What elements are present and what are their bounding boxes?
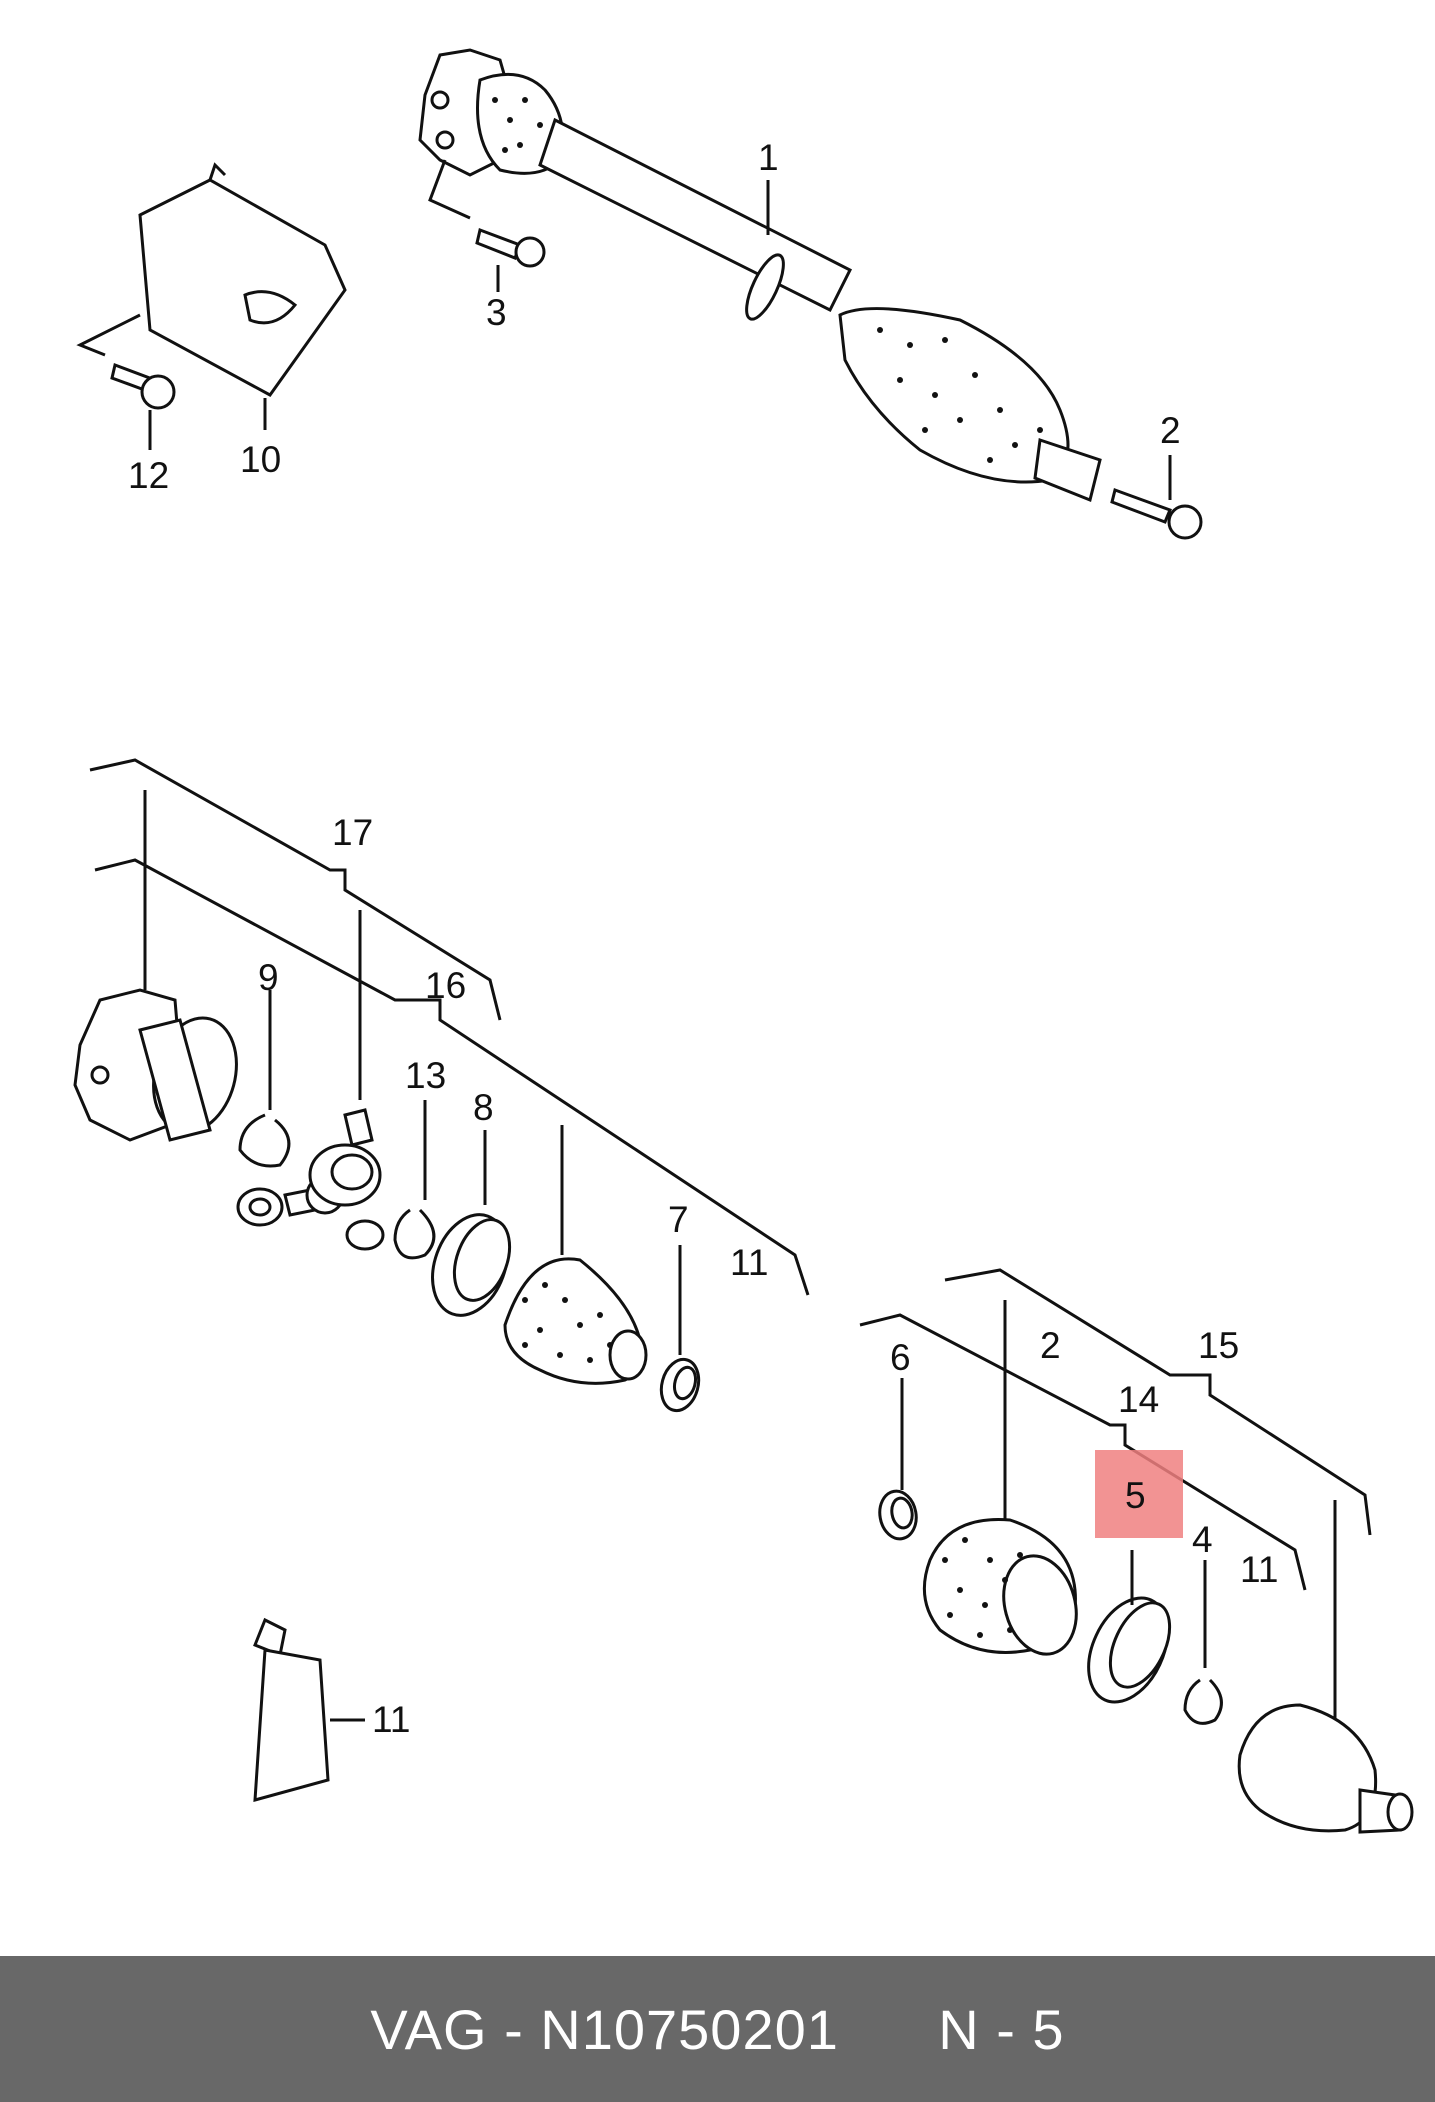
highlight-box (1095, 1450, 1183, 1538)
callout-17: 17 (332, 812, 373, 853)
spider-bearing (236, 1108, 385, 1251)
bolt-2 (1110, 455, 1203, 540)
callout-2: 2 (1160, 410, 1181, 451)
callout-11-outer: 11 (1240, 1549, 1278, 1590)
circlip-13 (393, 1100, 436, 1260)
callout-9: 9 (258, 957, 279, 998)
callout-5: 5 (1125, 1475, 1146, 1516)
bolt-3 (428, 159, 546, 292)
circlip-9 (238, 990, 291, 1168)
callout-15: 15 (1198, 1325, 1239, 1366)
drive-shaft-assembly (418, 48, 1102, 503)
outer-joint (1237, 1703, 1414, 1834)
callout-11-inner: 11 (730, 1242, 768, 1283)
clamp-6 (878, 1378, 918, 1541)
outer-joint-kit-brackets (859, 1268, 1372, 1720)
outer-boot (922, 1518, 1078, 1656)
callout-6: 6 (890, 1337, 911, 1378)
bolt-12 (76, 313, 176, 450)
callout-14: 14 (1118, 1379, 1159, 1420)
clamp-8 (431, 1130, 512, 1317)
callout-11-grease: 11 (372, 1699, 410, 1740)
callout-3: 3 (486, 292, 507, 333)
callout-13: 13 (405, 1055, 446, 1096)
clamp-5 (1087, 1550, 1172, 1704)
callout-4: 4 (1192, 1519, 1213, 1560)
drive-shaft-boot-texture (492, 97, 1043, 463)
callout-12: 12 (128, 455, 169, 496)
footer-bar: VAG - N10750201 N - 5 (0, 1956, 1435, 2102)
callout-7: 7 (668, 1199, 689, 1240)
callout-16: 16 (425, 965, 466, 1006)
callout-1: 1 (758, 137, 779, 178)
circlip-4 (1183, 1560, 1223, 1725)
callout-8: 8 (473, 1087, 494, 1128)
heat-shield-10 (138, 162, 347, 430)
clamp-7 (659, 1245, 701, 1413)
callout-10: 10 (240, 439, 281, 480)
inner-joint-housing (73, 900, 238, 1142)
exploded-parts-diagram: 1 2 3 10 12 17 16 9 13 8 7 11 11 6 2 15 … (73, 48, 1414, 1834)
grease-tube (253, 1617, 365, 1803)
outer-boot-texture (942, 1537, 1023, 1638)
inner-boot (503, 1125, 648, 1385)
inner-joint-kit-brackets (89, 758, 810, 1296)
footer-part-reference: VAG - N10750201 N - 5 (370, 1997, 1065, 2061)
inner-boot-texture (522, 1282, 613, 1363)
callout-2-boot: 2 (1040, 1325, 1061, 1366)
